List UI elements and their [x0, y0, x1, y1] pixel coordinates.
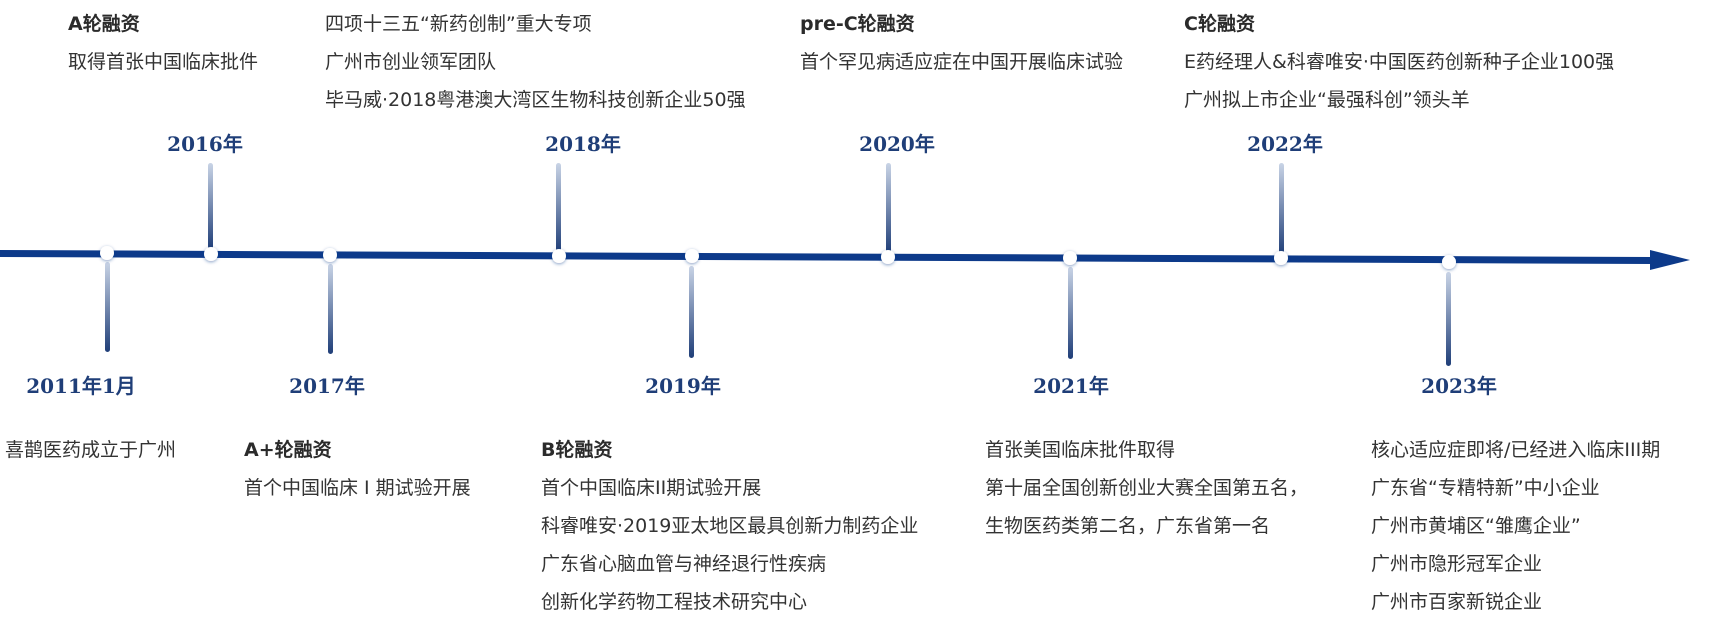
event-line: 广州市隐形冠军企业 — [1371, 553, 1543, 575]
event-line: E药经理人&科睿唯安·中国医药创新种子企业100强 — [1184, 51, 1615, 73]
event-b-round: B轮融资 首个中国临床II期试验开展 科睿唯安·2019亚太地区最具创新力制药企… — [541, 438, 918, 628]
event-line: 四项十三五“新药创制”重大专项 — [325, 13, 592, 35]
year-label-2017: 2017年 — [289, 374, 365, 398]
stem-2017 — [328, 264, 333, 354]
event-2016-awards: 四项十三五“新药创制”重大专项 广州市创业领军团队 毕马威·2018粤港澳大湾区… — [325, 12, 746, 126]
event-line: 广州市创业领军团队 — [325, 51, 497, 73]
event-line: 喜鹊医药成立于广州 — [5, 439, 177, 461]
stem-2019 — [689, 266, 694, 358]
stem-2023 — [1446, 272, 1451, 366]
year-label-2021: 2021年 — [1033, 374, 1109, 398]
dot-2018 — [552, 249, 566, 263]
event-line: 首个中国临床 I 期试验开展 — [244, 477, 471, 499]
dot-2016 — [204, 247, 218, 261]
event-heading: A轮融资 — [68, 13, 140, 35]
stem-2020 — [886, 163, 891, 253]
event-line: 首个中国临床II期试验开展 — [541, 477, 762, 499]
event-heading: B轮融资 — [541, 439, 613, 461]
event-line: 核心适应症即将/已经进入临床III期 — [1371, 439, 1661, 461]
stem-2018 — [556, 163, 561, 252]
timeline-arrowhead-icon — [1650, 250, 1690, 270]
event-line: 广州市黄埔区“雏鹰企业” — [1371, 515, 1581, 537]
event-line: 广东省心脑血管与神经退行性疾病 — [541, 553, 827, 575]
event-2023-awards: 核心适应症即将/已经进入临床III期 广东省“专精特新”中小企业 广州市黄埔区“… — [1371, 438, 1660, 628]
dot-2020 — [881, 250, 895, 264]
year-label-2022: 2022年 — [1247, 132, 1323, 156]
event-founded: 喜鹊医药成立于广州 — [5, 438, 176, 476]
event-heading: A+轮融资 — [244, 439, 332, 461]
year-label-2019: 2019年 — [645, 374, 721, 398]
event-line: 第十届全国创新创业大赛全国第五名， — [985, 477, 1309, 499]
event-heading: C轮融资 — [1184, 13, 1255, 35]
event-line: 首个罕见病适应症在中国开展临床试验 — [800, 51, 1124, 73]
event-line: 生物医药类第二名，广东省第一名 — [985, 515, 1271, 537]
year-label-2016: 2016年 — [167, 132, 243, 156]
event-line: 取得首张中国临床批件 — [68, 51, 259, 73]
dot-2011 — [100, 246, 114, 260]
dot-2023 — [1442, 255, 1456, 269]
event-line: 毕马威·2018粤港澳大湾区生物科技创新企业50强 — [325, 89, 746, 111]
dot-2022 — [1274, 251, 1288, 265]
year-label-2023: 2023年 — [1421, 374, 1497, 398]
dot-2019 — [685, 249, 699, 263]
stem-2011 — [105, 262, 110, 352]
year-label-2011: 2011年1月 — [26, 374, 136, 398]
event-line: 广东省“专精特新”中小企业 — [1371, 477, 1600, 499]
event-2021-awards: 首张美国临床批件取得 第十届全国创新创业大赛全国第五名， 生物医药类第二名，广东… — [985, 438, 1308, 552]
event-heading: pre-C轮融资 — [800, 13, 915, 35]
event-c-round: C轮融资 E药经理人&科睿唯安·中国医药创新种子企业100强 广州拟上市企业“最… — [1184, 12, 1614, 126]
event-line: 广州市百家新锐企业 — [1371, 591, 1543, 613]
event-line: 创新化学药物工程技术研究中心 — [541, 591, 808, 613]
stem-2022 — [1279, 163, 1284, 255]
event-pre-c-round: pre-C轮融资 首个罕见病适应症在中国开展临床试验 — [800, 12, 1123, 88]
dot-2017 — [323, 248, 337, 262]
dot-2021 — [1063, 251, 1077, 265]
event-a-round: A轮融资 取得首张中国临床批件 — [68, 12, 258, 88]
stem-2016 — [208, 163, 213, 249]
event-line: 科睿唯安·2019亚太地区最具创新力制药企业 — [541, 515, 919, 537]
year-label-2020: 2020年 — [859, 132, 935, 156]
event-line: 首张美国临床批件取得 — [985, 439, 1176, 461]
timeline-axis — [0, 250, 1652, 264]
event-a-plus-round: A+轮融资 首个中国临床 I 期试验开展 — [244, 438, 471, 514]
year-label-2018: 2018年 — [545, 132, 621, 156]
event-line: 广州拟上市企业“最强科创”领头羊 — [1184, 89, 1470, 111]
stem-2021 — [1068, 267, 1073, 359]
